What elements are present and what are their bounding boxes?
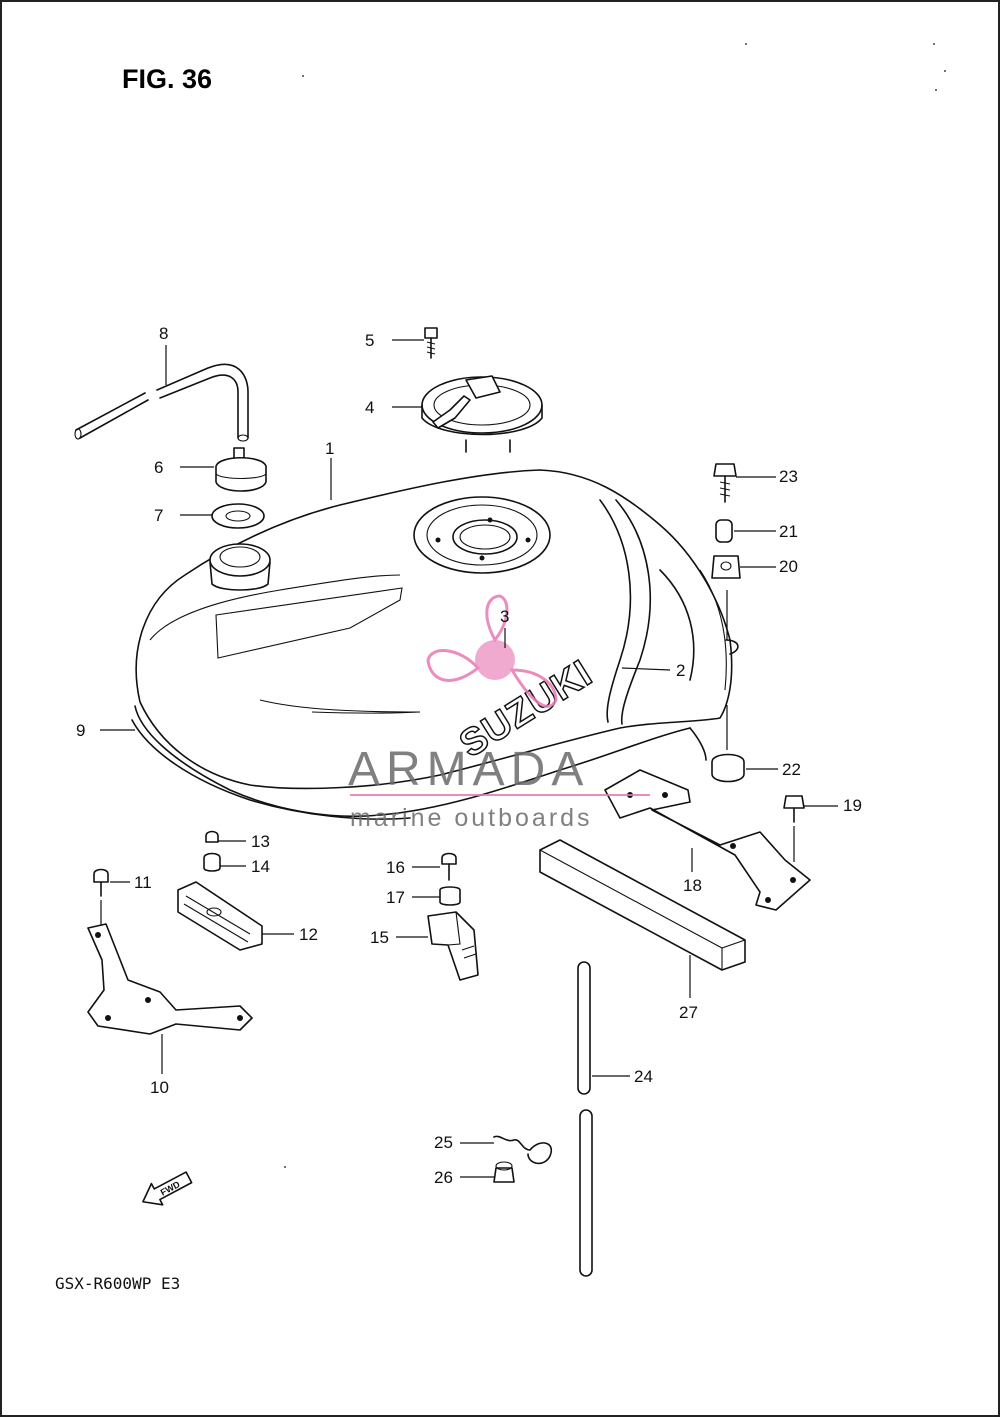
front-rubber-block — [177, 830, 263, 951]
watermark-tagline: marine outboards — [350, 804, 593, 832]
leader-lines — [100, 339, 838, 1178]
callout-9: 9 — [76, 721, 85, 740]
callout-numbers: 1 2 3 4 5 6 7 8 9 10 11 12 13 14 15 16 1… — [76, 324, 862, 1187]
callout-20: 20 — [779, 557, 798, 576]
callout-6: 6 — [154, 458, 163, 477]
front-bracket — [87, 868, 253, 1035]
callout-24: 24 — [634, 1067, 653, 1086]
callout-3: 3 — [500, 607, 509, 626]
callout-22: 22 — [782, 760, 801, 779]
model-code: GSX-R600WP E3 — [55, 1274, 180, 1293]
callout-8: 8 — [159, 324, 168, 343]
callout-17: 17 — [386, 888, 405, 907]
callout-16: 16 — [386, 858, 405, 877]
callout-19: 19 — [843, 796, 862, 815]
callout-2: 2 — [676, 661, 685, 680]
callout-26: 26 — [434, 1168, 453, 1187]
callout-12: 12 — [299, 925, 318, 944]
callout-18: 18 — [683, 876, 702, 895]
callout-15: 15 — [370, 928, 389, 947]
front-mount-cushion — [427, 852, 479, 981]
callout-27: 27 — [679, 1003, 698, 1022]
callout-1: 1 — [325, 439, 334, 458]
fuel-tank: SUZUKI — [131, 469, 739, 820]
callout-11: 11 — [134, 873, 152, 892]
breather-cap-and-gasket — [211, 447, 267, 529]
callout-7: 7 — [154, 506, 163, 525]
breather-hose — [74, 363, 249, 442]
scan-specks — [284, 43, 946, 1168]
rear-bracket — [604, 769, 811, 911]
callout-4: 4 — [365, 398, 374, 417]
callout-21: 21 — [779, 522, 798, 541]
callout-23: 23 — [779, 467, 798, 486]
propeller-logo-icon — [426, 594, 558, 708]
callout-13: 13 — [251, 832, 270, 851]
fuel-cap-assembly — [421, 327, 543, 453]
callout-5: 5 — [365, 331, 374, 350]
callout-14: 14 — [251, 857, 270, 876]
callout-25: 25 — [434, 1133, 453, 1152]
right-mount-fasteners — [711, 463, 745, 783]
rubber-strip — [539, 839, 746, 971]
watermark-brand: ARMADA — [348, 743, 589, 796]
callout-10: 10 — [150, 1078, 169, 1097]
support-rods — [577, 961, 593, 1277]
watermark: ARMADA marine outboards — [348, 594, 650, 832]
clip-and-screw — [493, 1135, 553, 1183]
figure-title: FIG. 36 — [122, 64, 212, 94]
